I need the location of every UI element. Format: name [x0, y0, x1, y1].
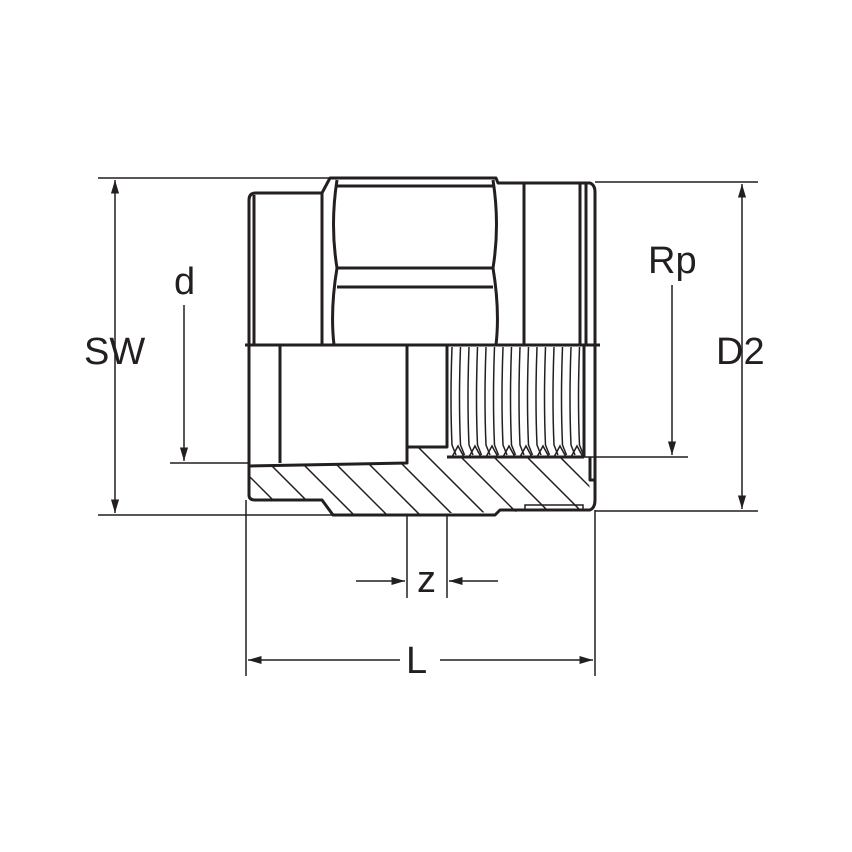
thread-line	[484, 346, 491, 456]
thread-line	[458, 346, 466, 456]
thread-tooth	[536, 444, 550, 458]
thread-line	[569, 346, 576, 456]
thread-tooth	[553, 444, 567, 458]
dimensions	[98, 177, 758, 676]
thread-tooth	[570, 444, 584, 458]
thread-tooth	[468, 444, 482, 458]
hatch-line	[249, 447, 299, 515]
hatch-line	[344, 447, 431, 515]
lower-section	[247, 345, 793, 525]
section-hatching	[249, 440, 793, 525]
thread-line	[577, 346, 585, 456]
thread-line	[535, 346, 542, 456]
upper-view	[245, 176, 600, 347]
label-rp: Rp	[648, 240, 697, 282]
thread-tooth	[485, 444, 499, 458]
thread-line	[509, 346, 517, 456]
hatch-line	[708, 440, 793, 525]
thread-tooth	[502, 444, 516, 458]
hatch-line	[675, 440, 760, 525]
label-z: z	[417, 559, 436, 601]
label-d: d	[174, 261, 195, 303]
label-l: L	[406, 640, 427, 682]
hatch-line	[410, 447, 497, 515]
thread-tooth	[451, 444, 465, 458]
hatch-line	[642, 440, 727, 525]
hatch-line	[278, 447, 365, 515]
hatch-line	[575, 447, 592, 515]
hatch-line	[377, 447, 464, 515]
thread-line	[552, 346, 559, 456]
label-d2: D2	[716, 331, 765, 373]
thread-line	[467, 346, 474, 456]
hatch-line	[311, 447, 398, 515]
thread-line	[450, 346, 457, 456]
thread-lines	[450, 346, 585, 458]
thread-tooth	[519, 444, 533, 458]
thread-line	[543, 346, 551, 456]
thread-line	[475, 346, 483, 456]
hatch-line	[249, 447, 332, 515]
thread-line	[526, 346, 534, 456]
thread-line	[560, 346, 568, 456]
thread-line	[518, 346, 525, 456]
thread-line	[492, 346, 500, 456]
label-sw: SW	[84, 331, 145, 373]
hatch-line	[249, 447, 266, 515]
thread-line	[501, 346, 508, 456]
hatch-line	[443, 447, 530, 515]
hatch-line	[609, 440, 694, 525]
